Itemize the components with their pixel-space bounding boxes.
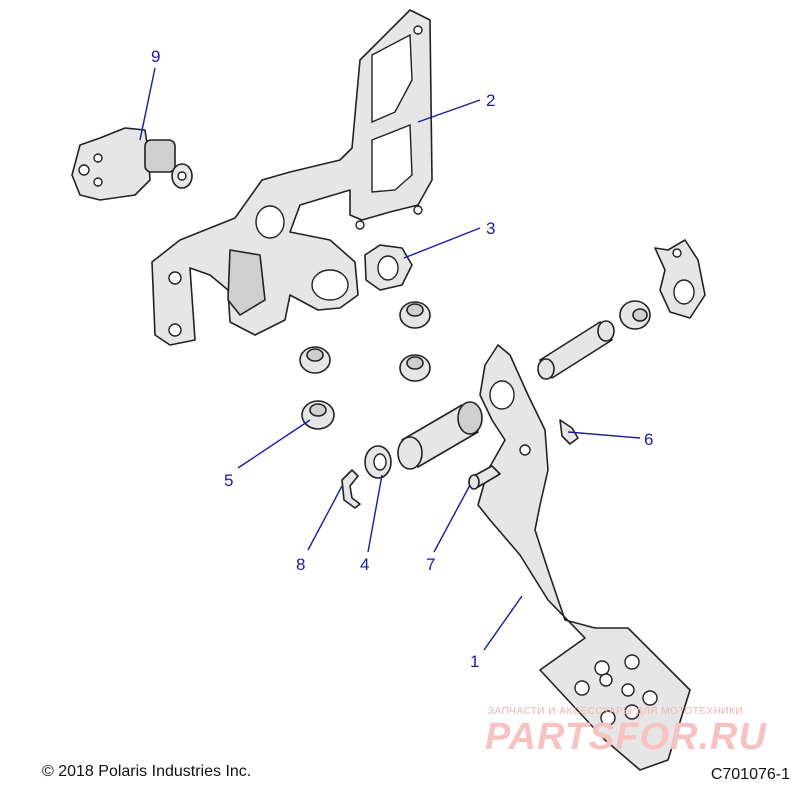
leader-4 <box>367 474 383 553</box>
part-4-washer <box>364 445 392 479</box>
leader-8 <box>307 485 343 551</box>
pivot-pin <box>537 320 615 380</box>
callout-8: 8 <box>296 555 305 574</box>
part-8-e-clip <box>341 469 361 509</box>
watermark-logo: PARTSFOR.RU <box>485 716 767 758</box>
part-2-bracket <box>151 9 433 346</box>
part-3-hex-nut <box>364 244 413 291</box>
diagram-id: C701076-1 <box>710 766 790 783</box>
callout-7: 7 <box>426 555 435 574</box>
callout-2: 2 <box>486 91 495 110</box>
leader-5 <box>237 419 311 469</box>
callout-9: 9 <box>151 47 160 66</box>
lever-plate <box>654 239 706 319</box>
leader-7 <box>433 484 471 553</box>
leader-3 <box>403 227 481 259</box>
callout-numbers: 9 2 3 6 5 8 4 7 1 <box>151 47 653 671</box>
part-5-flange-nuts <box>299 300 651 430</box>
part-7-clevis-pin <box>468 465 501 490</box>
bushing <box>397 401 483 470</box>
watermark-tagline: ЗАПЧАСТИ И АКСЕССУАРЫ ДЛЯ МОТОТЕХНИКИ <box>488 706 744 717</box>
callout-4: 4 <box>360 555 369 574</box>
part-9-sensor <box>71 127 193 201</box>
callout-6: 6 <box>644 430 653 449</box>
callout-3: 3 <box>486 219 495 238</box>
callout-1: 1 <box>470 652 479 671</box>
leader-6 <box>567 431 641 439</box>
leader-1 <box>483 595 523 651</box>
leader-9 <box>139 67 156 141</box>
copyright-notice: © 2018 Polaris Industries Inc. <box>42 763 252 780</box>
leader-2 <box>417 99 481 123</box>
callout-5: 5 <box>224 471 233 490</box>
leader-lines <box>139 67 641 651</box>
